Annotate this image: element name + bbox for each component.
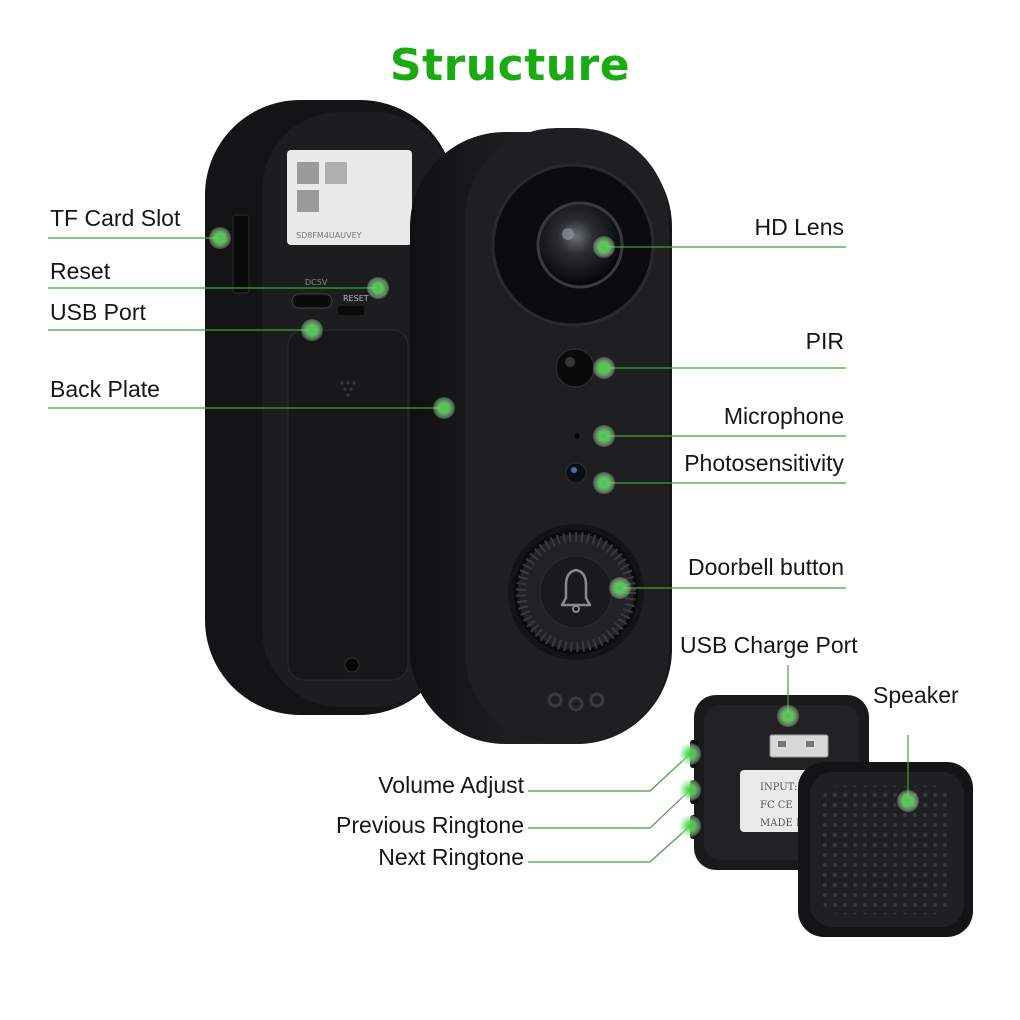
label-tf-card-slot: TF Card Slot [50,205,181,231]
label-photosensitivity: Photosensitivity [684,450,844,476]
label-doorbell-button: Doorbell button [688,554,844,580]
speaker-grille [822,786,952,914]
label-microphone: Microphone [723,403,844,429]
port-print: DC5V [305,278,328,287]
callout-markers [209,227,919,837]
pir-sensor [555,348,595,388]
label-next-ringtone: Next Ringtone [378,844,524,870]
reset-print: RESET [343,294,369,303]
speaker-unit [798,762,973,937]
hd-lens [536,201,624,289]
microphone-hole [574,433,580,439]
label-volume-adjust: Volume Adjust [378,772,524,798]
tf-card-slot [232,214,250,294]
back-plate [287,329,409,681]
doorbell-button [539,555,613,629]
label-back-plate: Back Plate [50,376,160,402]
bell-icon [560,568,592,607]
chime-made-print: MADE IN [760,818,809,829]
callout-lines [48,237,909,863]
photo-sensor [565,462,587,484]
diagram-title: Structure [389,40,631,91]
label-speaker: Speaker [873,682,959,708]
usb-charge-port [769,734,829,758]
label-usb-charge-port: USB Charge Port [680,632,858,658]
label-pir: PIR [805,328,844,354]
serial-text: SD8FM4UAUVEY [296,231,362,240]
label-hd-lens: HD Lens [754,214,844,240]
chime-input-print: INPUT:DC [760,782,813,793]
label-reset: Reset [50,258,111,284]
label-usb-port: USB Port [50,299,146,325]
usb-port [291,293,333,309]
chime-marks-print: FC CE [760,800,793,811]
label-previous-ringtone: Previous Ringtone [336,812,524,838]
